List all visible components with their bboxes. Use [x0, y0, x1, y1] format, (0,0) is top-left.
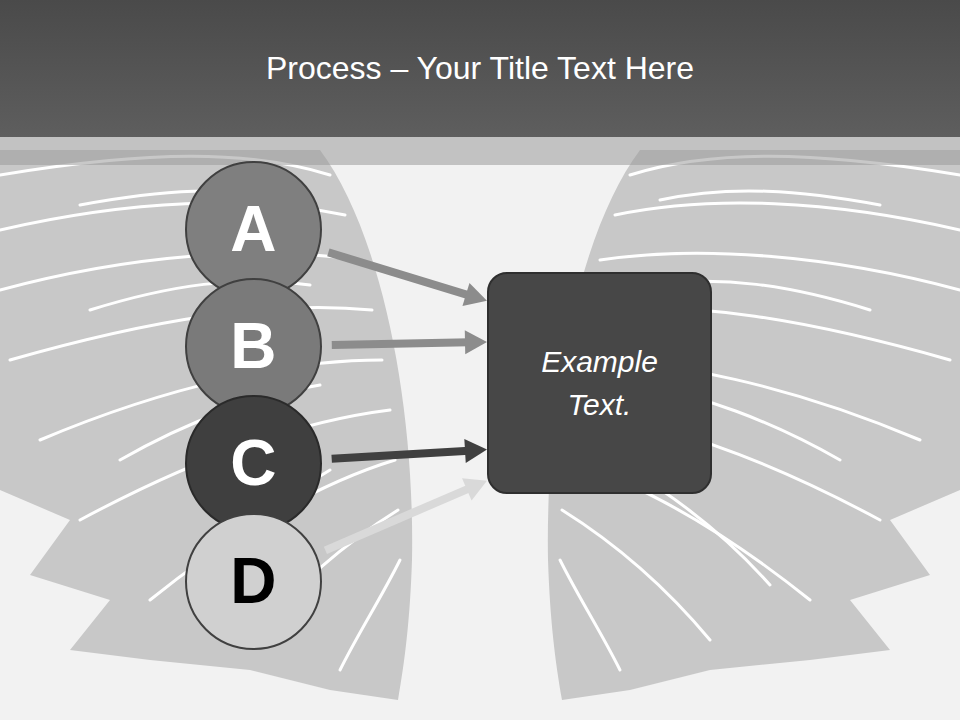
arrow-head — [462, 478, 487, 500]
arrow-shaft — [332, 451, 469, 459]
arrow-head — [465, 330, 487, 354]
step-letter: B — [230, 300, 276, 393]
title-bar: Process – Your Title Text Here — [0, 0, 960, 137]
slide-title: Process – Your Title Text Here — [266, 50, 694, 87]
arrow-shaft — [332, 342, 469, 345]
result-box: Example Text. — [487, 272, 712, 494]
header-bar — [0, 0, 960, 137]
arrow-shaft — [328, 252, 469, 295]
step-circle: D — [185, 513, 322, 650]
flow-arrow — [332, 330, 487, 354]
flow-arrow — [325, 478, 487, 550]
flow-arrow — [332, 439, 487, 463]
header-strip — [0, 137, 960, 165]
step-letter: A — [230, 183, 276, 276]
arrow-head — [462, 283, 487, 306]
flow-arrow — [328, 252, 487, 306]
arrow-shaft — [325, 488, 470, 551]
arrow-head — [464, 439, 487, 463]
step-letter: D — [230, 535, 276, 628]
step-circle: C — [185, 395, 322, 532]
left-wing — [0, 150, 412, 700]
box-text: Example Text. — [520, 340, 680, 427]
step-letter: C — [230, 417, 276, 510]
